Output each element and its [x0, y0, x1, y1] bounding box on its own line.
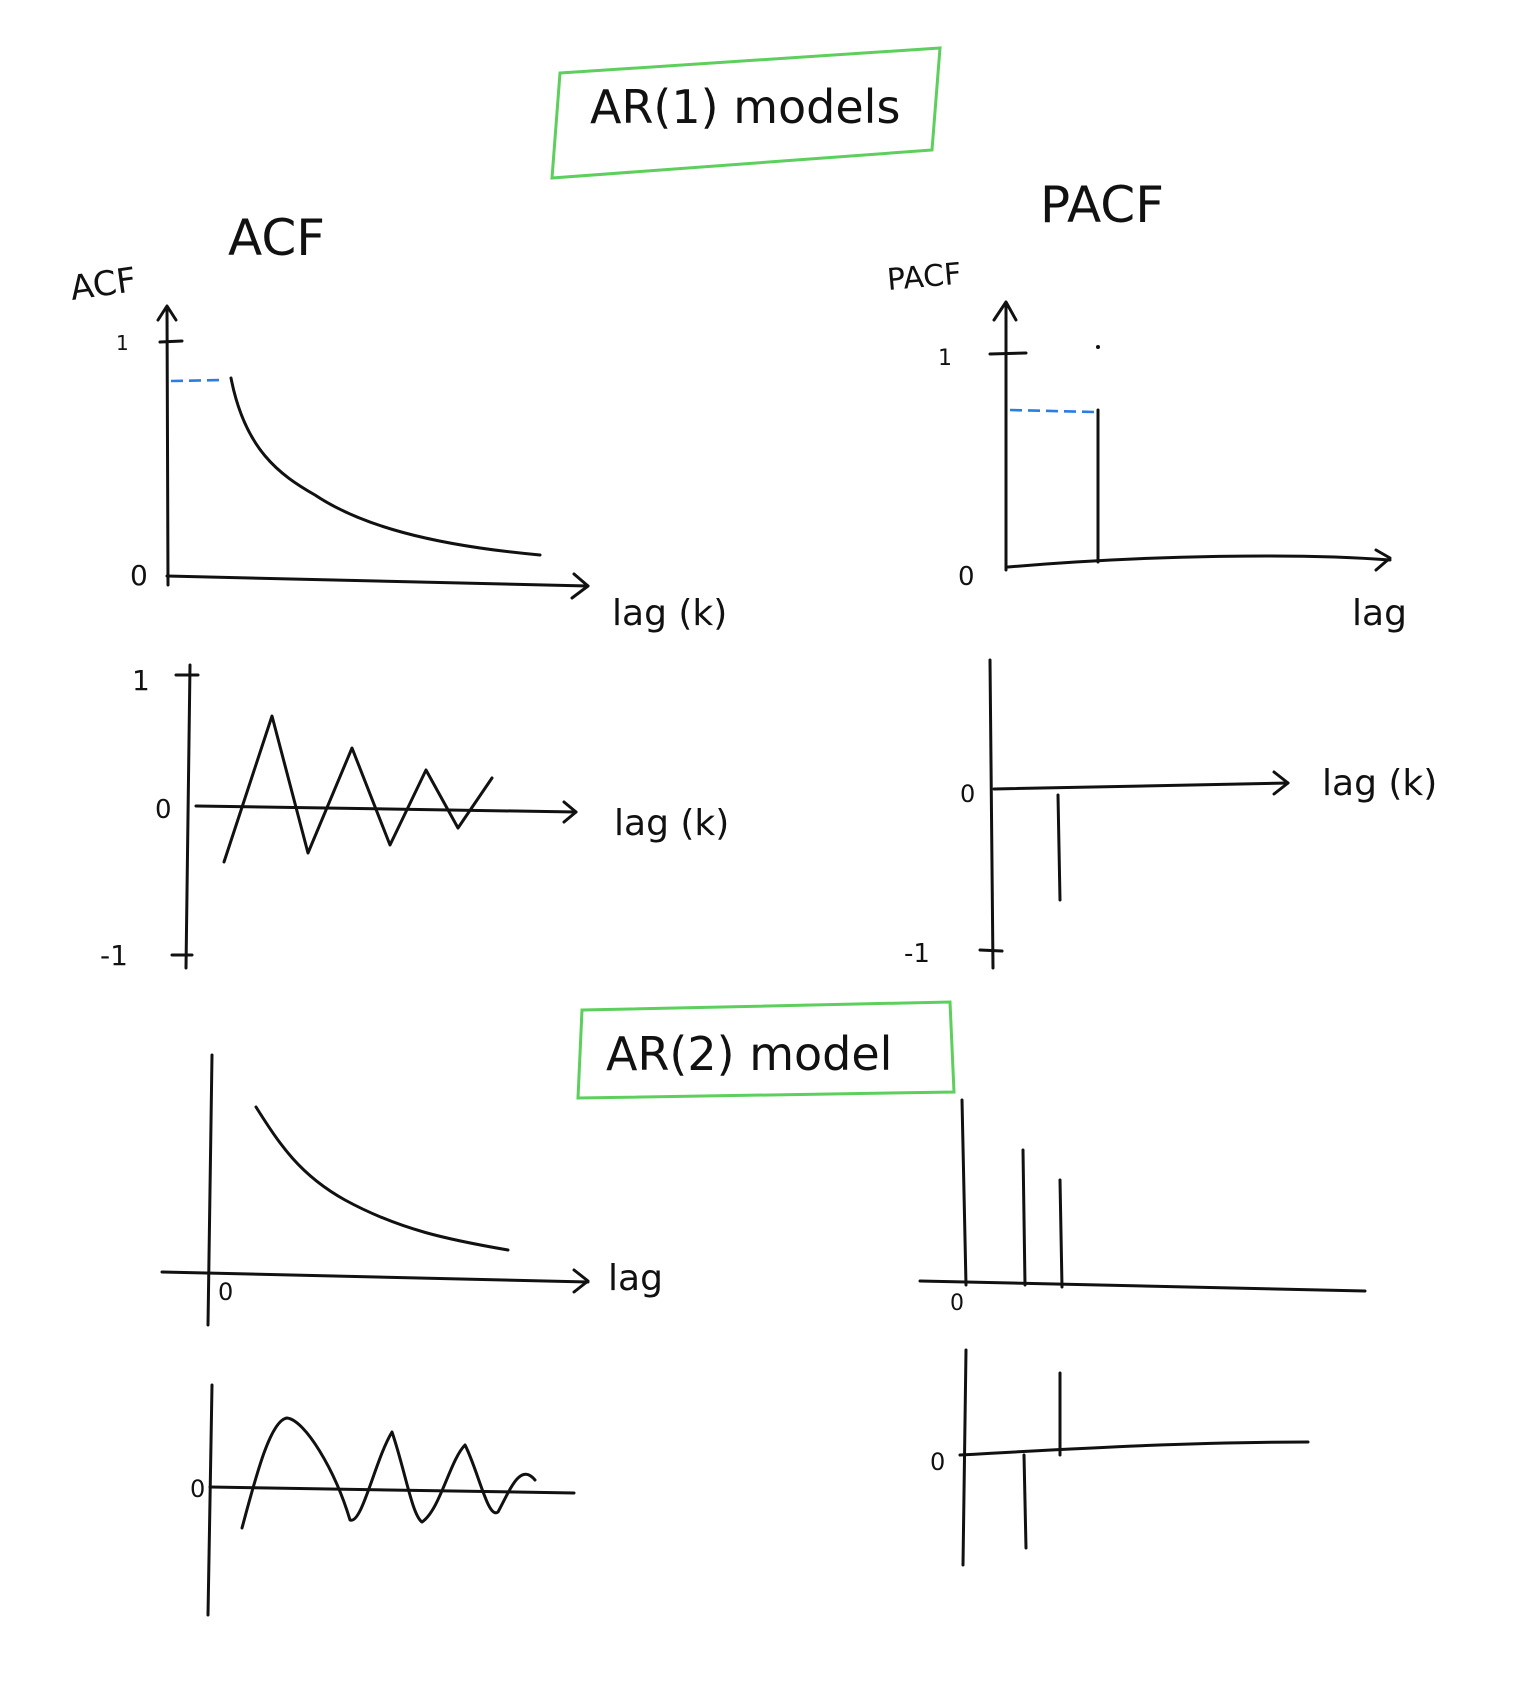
x-axis-arrowhead [562, 800, 578, 824]
tick-one-label: 1 [116, 331, 129, 355]
x-axis [958, 1440, 1310, 1457]
zero-label: 0 [950, 1291, 964, 1316]
x-axis [194, 804, 578, 814]
ar1-pacf-negative-plot: -1 0 lag (k) [904, 658, 1437, 970]
ar2-title: AR(2) model [606, 1027, 892, 1081]
x-axis [1006, 554, 1392, 569]
x-axis-arrowhead [1374, 548, 1392, 572]
ar1-acf-positive-plot: ACF 1 0 lag (k) [68, 260, 728, 634]
lag1-dashed-guide [1009, 408, 1095, 414]
ar2-acf-positive-plot: 0 lag [160, 1053, 663, 1327]
tick-minus-one-label: -1 [100, 939, 128, 972]
x-axis [160, 1270, 590, 1284]
lag-label: lag [608, 1258, 663, 1299]
ar1-title-box [550, 46, 942, 180]
zero-label: 0 [960, 780, 975, 808]
y-axis [960, 1098, 968, 1287]
x-axis-arrowhead [572, 1268, 590, 1294]
y-axis-arrowhead [992, 300, 1018, 322]
x-axis [208, 1485, 576, 1495]
x-axis-arrowhead [570, 572, 590, 600]
acf-axis-label: ACF [68, 260, 139, 309]
tick-one-label: 1 [132, 664, 150, 697]
x-axis [918, 1279, 1367, 1293]
ar2-title-group: AR(2) model [576, 1000, 956, 1100]
ar2-pacf-mixed-plot: 0 [930, 1348, 1310, 1567]
ar2-pacf-positive-plot: 0 [918, 1098, 1367, 1316]
x-axis [165, 574, 590, 588]
acf-oscillation [222, 714, 494, 864]
tick-one-label: 1 [938, 346, 952, 371]
zero-label: 0 [190, 1475, 205, 1503]
x-axis [992, 781, 1290, 791]
lag-k-label: lag (k) [1322, 763, 1437, 804]
lag-label: lag [1352, 593, 1407, 634]
y-axis [165, 305, 170, 587]
y-axis [961, 1348, 968, 1567]
y-axis [206, 1053, 214, 1327]
ar2-acf-oscillating-plot: 0 [190, 1383, 576, 1617]
tick-one [988, 351, 1028, 356]
x-axis-arrowhead [1272, 770, 1290, 796]
y-axis-arrowhead [156, 304, 178, 322]
zero-label: 0 [218, 1278, 233, 1306]
zero-label: 0 [130, 559, 148, 592]
lag1-spike [1021, 1148, 1027, 1287]
acf-decay-curve [229, 376, 542, 557]
lag1-dashed-guide [170, 378, 225, 383]
pacf-axis-label: PACF [886, 257, 963, 298]
y-axis [988, 658, 995, 970]
zero-label: 0 [958, 562, 975, 592]
acf-oscillation [240, 1416, 537, 1530]
ar1-title-group: AR(1) models [550, 46, 942, 180]
zero-label: 0 [155, 795, 172, 825]
stray-dot [1096, 345, 1100, 349]
y-axis [206, 1383, 214, 1617]
ar1-pacf-positive-plot: PACF 1 0 lag [886, 257, 1407, 634]
zero-label: 0 [930, 1448, 945, 1476]
lag1-negative-spike [1022, 1453, 1028, 1550]
ar1-acf-oscillating-plot: 1 -1 0 lag (k) [100, 663, 729, 972]
acf-decay-curve [254, 1105, 510, 1252]
lag-k-label: lag (k) [612, 593, 727, 634]
pacf-heading: PACF [1040, 176, 1164, 234]
y-axis [184, 663, 192, 970]
acf-heading: ACF [228, 209, 325, 267]
lag-k-label: lag (k) [614, 803, 729, 844]
tick-minus-one-label: -1 [904, 939, 930, 969]
ar2-title-box [576, 1000, 956, 1100]
lag1-negative-spike [1056, 793, 1062, 902]
tick-minus-one [978, 948, 1004, 953]
ar1-title: AR(1) models [590, 80, 900, 134]
lag2-spike [1058, 1178, 1064, 1289]
tick-one [158, 339, 184, 344]
